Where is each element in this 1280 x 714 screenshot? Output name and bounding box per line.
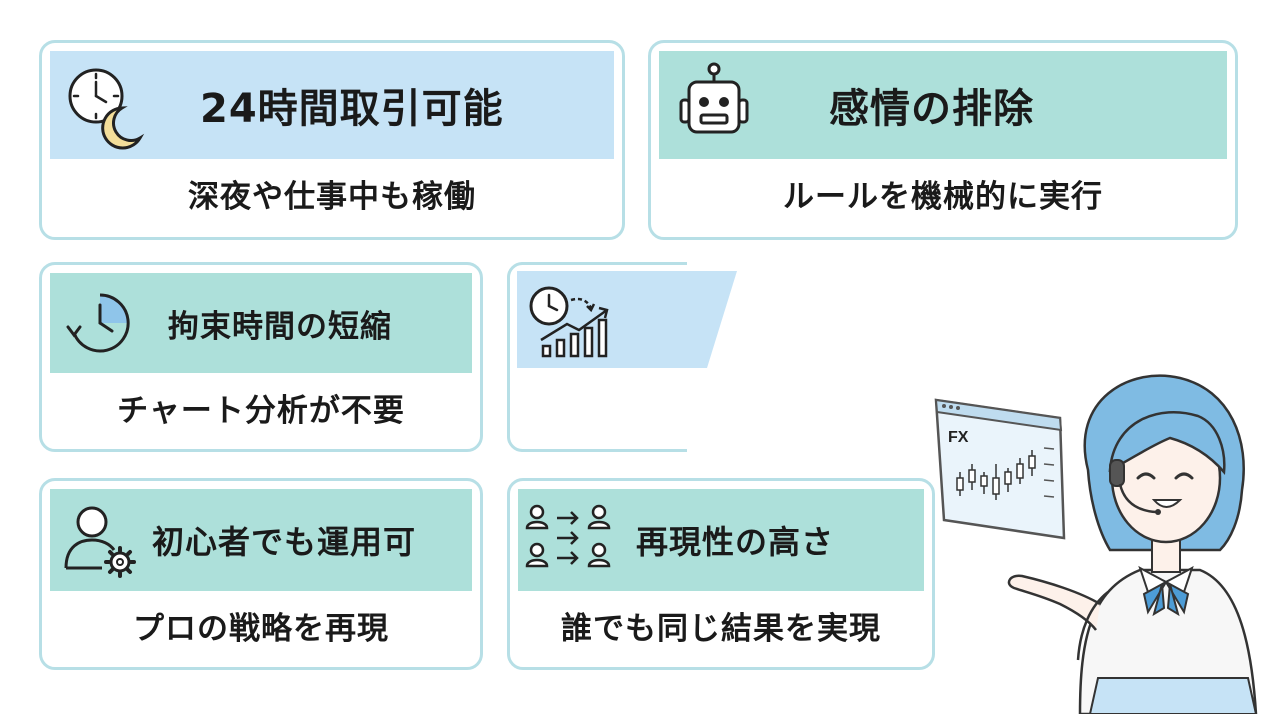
card-subtitle: ルールを機械的に実行 <box>783 179 1103 215</box>
card-header: 初心者でも運用可 <box>50 489 472 591</box>
robot-icon <box>659 51 769 159</box>
feature-card-time-saving: 拘束時間の短縮 チャート分析が不要 <box>39 262 483 452</box>
card-header: 24時間取引可能 <box>50 51 614 159</box>
card-title: 初心者でも運用可 <box>152 523 417 561</box>
card-subtitle: チャート分析が不要 <box>117 393 405 429</box>
clock-moon-icon <box>50 51 160 159</box>
users-transfer-icon <box>518 489 618 591</box>
card-header: 感情の排除 <box>659 51 1227 159</box>
card-subtitle: プロの戦略を再現 <box>133 611 389 647</box>
card-title: 24時間取引可能 <box>200 86 504 132</box>
card-title: 再現性の高さ <box>636 523 835 561</box>
clock-cycle-icon <box>50 273 150 373</box>
feature-card-cutoff <box>507 262 739 452</box>
fx-label: FX <box>948 429 969 446</box>
card-title: 拘束時間の短縮 <box>168 308 392 345</box>
clock-chart-icon <box>521 278 617 368</box>
card-header: 再現性の高さ <box>518 489 924 591</box>
user-gear-icon <box>50 489 150 591</box>
operator-woman-illustration: FX <box>930 360 1270 714</box>
card-header: 拘束時間の短縮 <box>50 273 472 373</box>
card-subtitle: 深夜や仕事中も稼働 <box>188 179 476 215</box>
fx-chart-screen: FX <box>934 398 1066 540</box>
card-title: 感情の排除 <box>829 86 1034 132</box>
feature-card-reproducibility: 再現性の高さ 誰でも同じ結果を実現 <box>507 478 935 670</box>
feature-card-beginner-friendly: 初心者でも運用可 プロの戦略を再現 <box>39 478 483 670</box>
feature-card-emotion-removal: 感情の排除 ルールを機械的に実行 <box>648 40 1238 240</box>
card-subtitle: 誰でも同じ結果を実現 <box>561 611 881 647</box>
feature-card-24h-trading: 24時間取引可能 深夜や仕事中も稼働 <box>39 40 625 240</box>
headset-icon <box>1109 459 1161 515</box>
